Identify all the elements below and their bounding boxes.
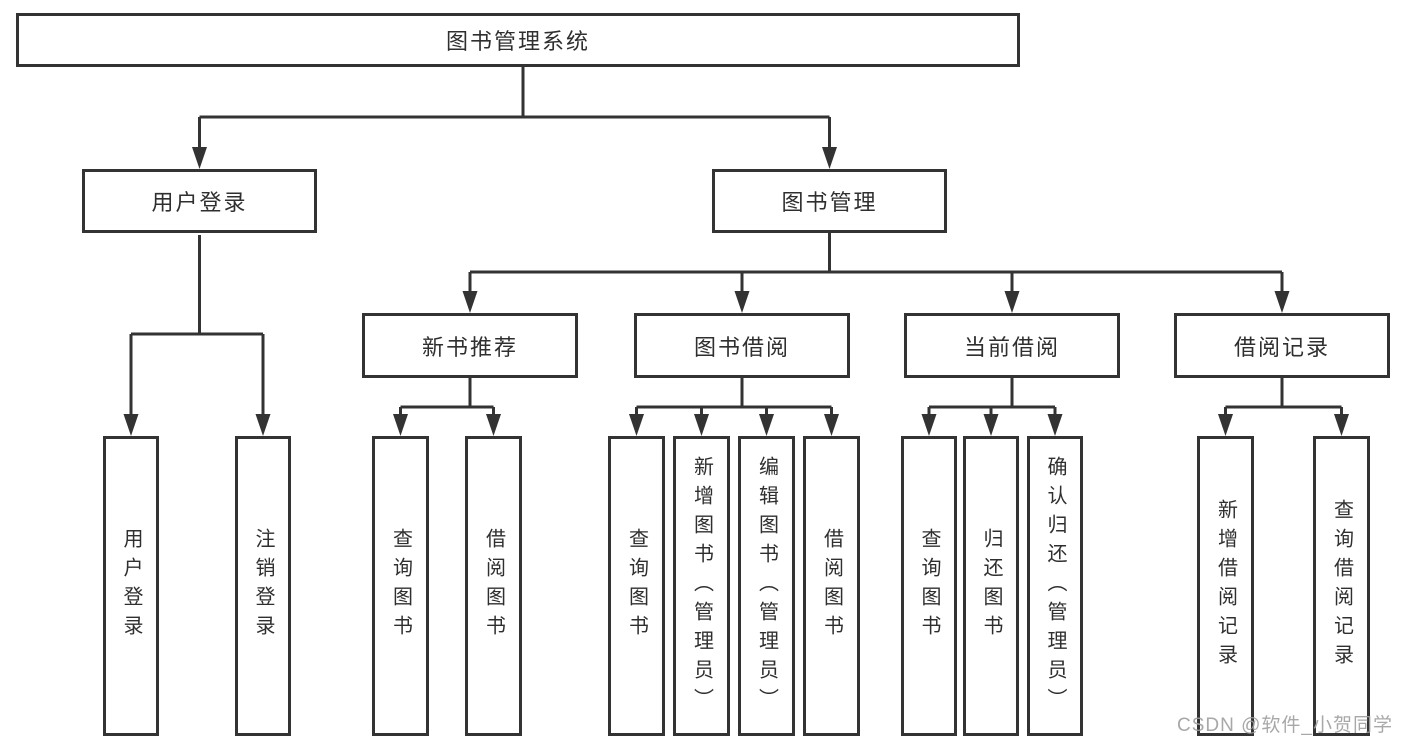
arrow-down-icon bbox=[1047, 414, 1063, 436]
node-label: 查询图书 bbox=[625, 528, 648, 644]
node-label: 查询借阅记录 bbox=[1330, 499, 1353, 673]
leaf-user-login: 用户登录 bbox=[103, 436, 159, 736]
arrow-down-icon bbox=[734, 291, 750, 313]
node-label: 当前借阅 bbox=[963, 334, 1060, 360]
arrow-down-icon bbox=[759, 414, 774, 436]
arrow-down-icon bbox=[824, 414, 839, 436]
node-label: 图书管理系统 bbox=[445, 29, 590, 54]
arrow-down-icon bbox=[822, 147, 837, 169]
node-label: 查询图书 bbox=[918, 528, 940, 644]
arrow-down-icon bbox=[486, 414, 501, 436]
node-borrowing-records: 借阅记录 bbox=[1174, 313, 1390, 378]
node-label: 查询图书 bbox=[389, 528, 412, 644]
arrow-down-icon bbox=[123, 414, 139, 436]
node-book-management: 图书管理 bbox=[712, 169, 947, 233]
leaf-logout: 注销登录 bbox=[235, 436, 291, 736]
leaf-add-borrow-record: 新增借阅记录 bbox=[1197, 436, 1254, 736]
node-label: 确认归还（管理员） bbox=[1044, 455, 1066, 717]
arrow-down-icon bbox=[255, 414, 271, 436]
leaf-query-books-recommend: 查询图书 bbox=[372, 436, 429, 736]
node-label: 用户登录 bbox=[151, 190, 248, 215]
node-library-management-system: 图书管理系统 bbox=[16, 13, 1020, 67]
node-label: 注销登录 bbox=[252, 528, 274, 644]
leaf-query-books-borrow: 查询图书 bbox=[608, 436, 665, 736]
leaf-borrow-books-recommend: 借阅图书 bbox=[465, 436, 522, 736]
node-book-borrowing: 图书借阅 bbox=[634, 313, 850, 378]
connector-paths bbox=[129, 67, 1343, 416]
node-label: 新书推荐 bbox=[421, 334, 518, 360]
csdn-watermark: CSDN @软件_小贺同学 bbox=[1177, 715, 1393, 736]
leaf-edit-book-admin: 编辑图书（管理员） bbox=[738, 436, 795, 736]
node-label: 归还图书 bbox=[980, 528, 1002, 644]
arrow-down-icon bbox=[393, 414, 408, 436]
node-current-borrowing: 当前借阅 bbox=[904, 313, 1120, 378]
node-label: 借阅图书 bbox=[482, 528, 505, 644]
leaf-add-book-admin: 新增图书（管理员） bbox=[673, 436, 730, 736]
leaf-query-borrow-record: 查询借阅记录 bbox=[1313, 436, 1370, 736]
arrow-down-icon bbox=[1218, 414, 1233, 436]
leaf-borrow-books: 借阅图书 bbox=[803, 436, 860, 736]
leaf-return-book: 归还图书 bbox=[963, 436, 1019, 736]
arrow-down-icon bbox=[921, 414, 937, 436]
node-label: 借阅记录 bbox=[1233, 334, 1330, 360]
node-label: 图书借阅 bbox=[693, 334, 790, 360]
arrow-down-icon bbox=[1274, 291, 1290, 313]
node-label: 新增图书（管理员） bbox=[690, 455, 713, 717]
arrow-down-icon bbox=[1004, 291, 1020, 313]
arrow-down-icon bbox=[192, 147, 207, 169]
arrow-down-icon bbox=[462, 291, 478, 313]
arrow-down-icon bbox=[983, 414, 999, 436]
node-user-login: 用户登录 bbox=[82, 169, 317, 233]
node-label: 图书管理 bbox=[781, 190, 878, 215]
node-label: 新增借阅记录 bbox=[1214, 499, 1237, 673]
node-label: 编辑图书（管理员） bbox=[755, 455, 778, 717]
arrow-down-icon bbox=[1334, 414, 1349, 436]
arrow-down-icon bbox=[694, 414, 709, 436]
leaf-confirm-return-admin: 确认归还（管理员） bbox=[1027, 436, 1083, 736]
leaf-query-books-current: 查询图书 bbox=[901, 436, 957, 736]
arrow-down-icon bbox=[629, 414, 644, 436]
node-label: 用户登录 bbox=[120, 528, 142, 644]
node-new-book-recommendation: 新书推荐 bbox=[362, 313, 578, 378]
node-label: 借阅图书 bbox=[820, 528, 843, 644]
